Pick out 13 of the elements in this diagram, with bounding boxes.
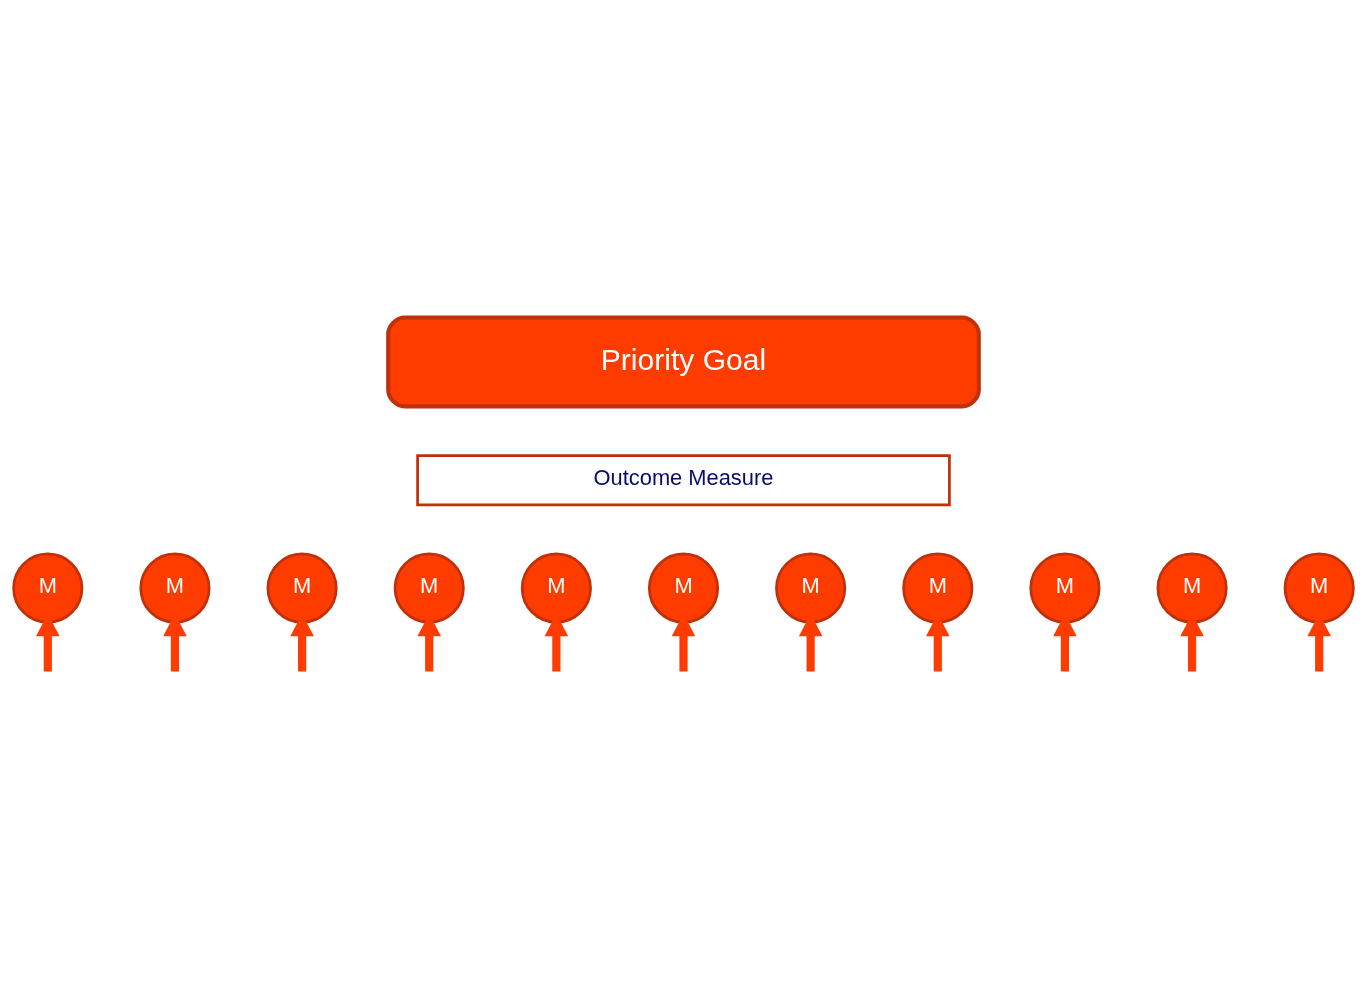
- node-circle: M: [139, 552, 211, 624]
- node-circle: M: [775, 552, 847, 624]
- node-circle: M: [902, 552, 974, 624]
- node-circle: M: [1283, 552, 1355, 624]
- node-circle: M: [1029, 552, 1101, 624]
- node-circle: M: [647, 552, 720, 624]
- node-box: Outcome Measure: [416, 454, 951, 507]
- node-circle: M: [520, 552, 592, 624]
- node-circle: M: [393, 552, 465, 624]
- node-circle: M: [266, 552, 338, 624]
- node-circle: M: [1156, 552, 1228, 624]
- node-box: Priority Goal: [386, 315, 981, 409]
- node-circle: M: [12, 552, 84, 624]
